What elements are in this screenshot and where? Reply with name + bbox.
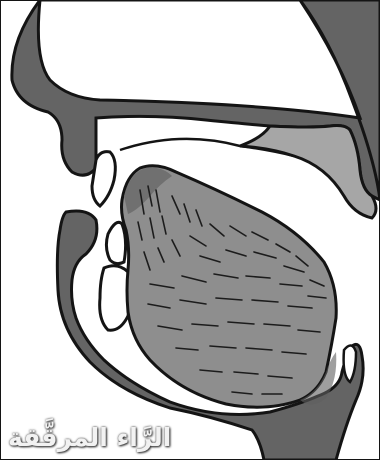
caption: الرَّاء المرقَّقة (8, 423, 171, 452)
